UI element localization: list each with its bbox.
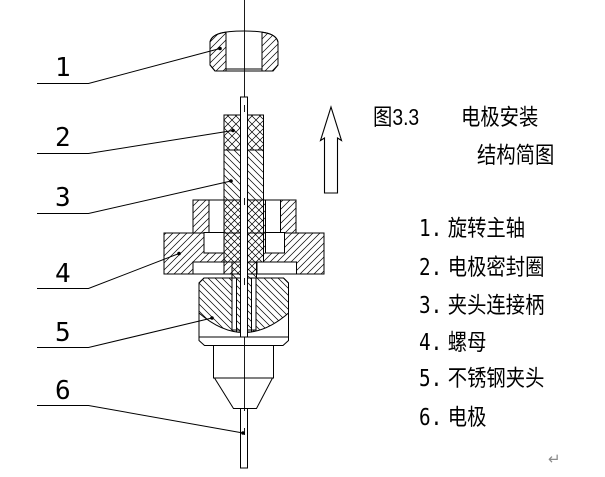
paragraph-return-mark: ↵ [548, 450, 561, 468]
parts-list-item-2: 2.电极密封圈 [419, 250, 544, 282]
part-number: 4. [419, 329, 443, 356]
part-number: 5. [419, 365, 443, 392]
parts-list-item-4: 4.螺母 [419, 325, 486, 357]
part-number: 3. [419, 292, 443, 319]
figure-subtitle: 结构简图 [477, 143, 555, 169]
parts-list-item-5: 5.不锈钢夹头 [419, 361, 544, 393]
callout-number-6: 6 [55, 376, 71, 406]
part-name: 电极 [447, 405, 487, 431]
upward-arrow-icon [319, 105, 343, 194]
callout-number-3: 3 [55, 183, 71, 213]
chuck-band [198, 336, 289, 346]
chuck-cone [213, 377, 274, 409]
part-name: 夹头连接柄 [447, 293, 545, 319]
callout-number-2: 2 [55, 123, 71, 153]
part-number: 1. [419, 215, 443, 242]
callout-numbers: 1 2 3 4 5 6 [55, 53, 71, 406]
part-name: 螺母 [447, 330, 487, 356]
callout-number-4: 4 [55, 259, 71, 289]
part-name: 不锈钢夹头 [447, 366, 545, 392]
electrode-rod [240, 96, 248, 469]
parts-list-item-6: 6.电极 [419, 400, 486, 432]
part-number: 2. [419, 254, 443, 281]
parts-list-item-1: 1.旋转主轴 [419, 211, 525, 243]
callouts [37, 46, 245, 435]
figure-number: 图3.3 [373, 105, 420, 131]
part-name: 电极密封圈 [447, 255, 545, 281]
figure-title: 电极安装 [461, 105, 539, 131]
spindle-cap-section [209, 30, 279, 72]
parts-list-item-3: 3.夹头连接柄 [419, 288, 544, 320]
part-name: 旋转主轴 [447, 216, 526, 242]
callout-number-1: 1 [55, 53, 71, 83]
chuck-collar [213, 345, 274, 379]
part-number: 6. [419, 404, 443, 431]
callout-number-5: 5 [55, 318, 71, 348]
